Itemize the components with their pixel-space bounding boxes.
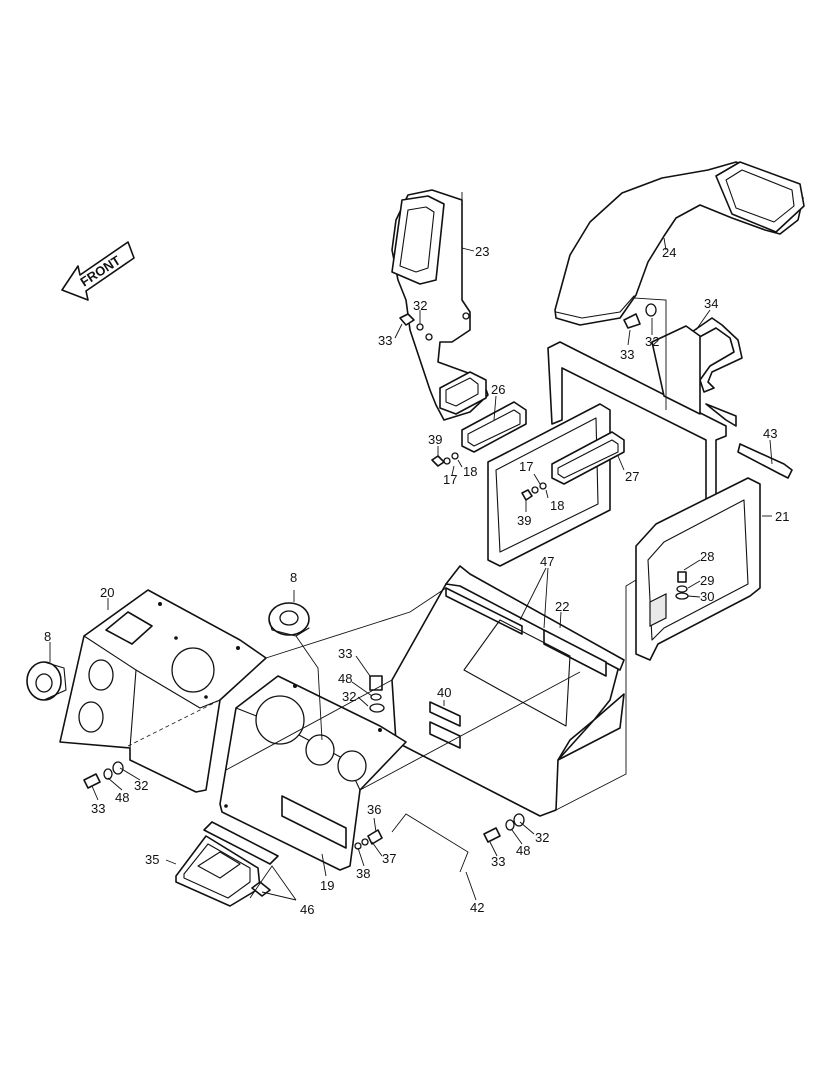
callout-37: 37 — [382, 851, 396, 866]
callout-39: 39 — [428, 432, 442, 447]
callout-18: 18 — [463, 464, 477, 479]
callout-47: 47 — [540, 554, 554, 569]
callout-32: 32 — [134, 778, 148, 793]
callout-32: 32 — [645, 334, 659, 349]
callout-39: 39 — [517, 513, 531, 528]
callout-22: 22 — [555, 599, 569, 614]
panel-19 — [219, 675, 407, 871]
callout-8: 8 — [290, 570, 297, 585]
callout-29: 29 — [700, 573, 714, 588]
callout-46: 46 — [300, 902, 314, 917]
callout-42: 42 — [470, 900, 484, 915]
grommet-8-right — [268, 602, 310, 637]
callout-48: 48 — [115, 790, 129, 805]
callout-32: 32 — [535, 830, 549, 845]
callout-32: 32 — [342, 689, 356, 704]
callout-40: 40 — [437, 685, 451, 700]
grille-27 — [551, 431, 625, 485]
callout-34: 34 — [704, 296, 718, 311]
callout-48: 48 — [338, 671, 352, 686]
callout-38: 38 — [356, 866, 370, 881]
callout-21: 21 — [775, 509, 789, 524]
callout-24: 24 — [662, 245, 676, 260]
callout-8: 8 — [44, 629, 51, 644]
front-direction-arrow: FRONT — [61, 241, 135, 301]
callout-33: 33 — [491, 854, 505, 869]
air-duct-24 — [554, 161, 805, 326]
callout-43: 43 — [763, 426, 777, 441]
callout-20: 20 — [100, 585, 114, 600]
callout-23: 23 — [475, 244, 489, 259]
leader-lines — [49, 192, 773, 901]
panel-20 — [59, 589, 267, 793]
callout-33: 33 — [338, 646, 352, 661]
callout-35: 35 — [145, 852, 159, 867]
housing-22 — [391, 565, 625, 817]
callout-18: 18 — [550, 498, 564, 513]
callout-17: 17 — [519, 459, 533, 474]
callout-36: 36 — [367, 802, 381, 817]
callout-19: 19 — [320, 878, 334, 893]
frame-21 — [487, 325, 761, 661]
air-duct-23 — [391, 189, 489, 421]
grille-26 — [461, 401, 527, 453]
callout-48: 48 — [516, 843, 530, 858]
callout-33: 33 — [620, 347, 634, 362]
callout-26: 26 — [491, 382, 505, 397]
callout-labels: 23 24 34 32 33 33 32 26 39 17 18 27 43 1… — [44, 244, 789, 917]
grommet-8-left — [26, 661, 67, 701]
cable-tie-43 — [737, 443, 793, 479]
callout-28: 28 — [700, 549, 714, 564]
callout-30: 30 — [700, 589, 714, 604]
callout-32: 32 — [413, 298, 427, 313]
callout-33: 33 — [378, 333, 392, 348]
callout-27: 27 — [625, 469, 639, 484]
callout-33: 33 — [91, 801, 105, 816]
callout-17: 17 — [443, 472, 457, 487]
